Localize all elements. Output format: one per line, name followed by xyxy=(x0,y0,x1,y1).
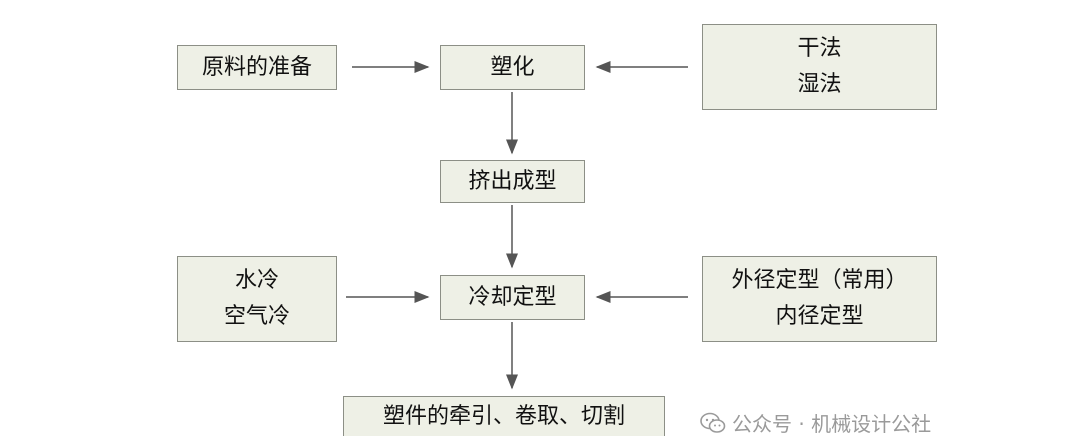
cooling-air: 空气冷 xyxy=(223,304,290,330)
method-wet: 湿法 xyxy=(797,72,842,98)
cooling-water: 水冷 xyxy=(234,268,279,294)
node-raw-material: 原料的准备 xyxy=(177,45,337,90)
node-plasticize-methods: 干法 湿法 xyxy=(702,24,937,110)
node-extrusion: 挤出成型 xyxy=(440,160,585,203)
node-raw-material-label: 原料的准备 xyxy=(201,54,312,80)
node-cool-shaping: 冷却定型 xyxy=(440,275,585,320)
node-extrusion-label: 挤出成型 xyxy=(468,168,557,194)
node-sizing-methods: 外径定型（常用） 内径定型 xyxy=(702,256,937,342)
method-dry: 干法 xyxy=(797,36,842,62)
node-cool-shaping-label: 冷却定型 xyxy=(468,284,557,310)
sizing-outer: 外径定型（常用） xyxy=(731,268,908,294)
watermark-text: 公众号 · 机械设计公社 xyxy=(732,412,932,436)
wechat-icon xyxy=(700,412,726,433)
node-post-processing-label: 塑件的牵引、卷取、切割 xyxy=(382,403,625,429)
node-cooling-methods: 水冷 空气冷 xyxy=(177,256,337,342)
watermark: 公众号 · 机械设计公社 xyxy=(700,408,931,437)
node-plasticize: 塑化 xyxy=(440,45,585,90)
node-plasticize-label: 塑化 xyxy=(490,54,535,80)
sizing-inner: 内径定型 xyxy=(775,304,864,330)
node-post-processing: 塑件的牵引、卷取、切割 xyxy=(343,396,665,436)
